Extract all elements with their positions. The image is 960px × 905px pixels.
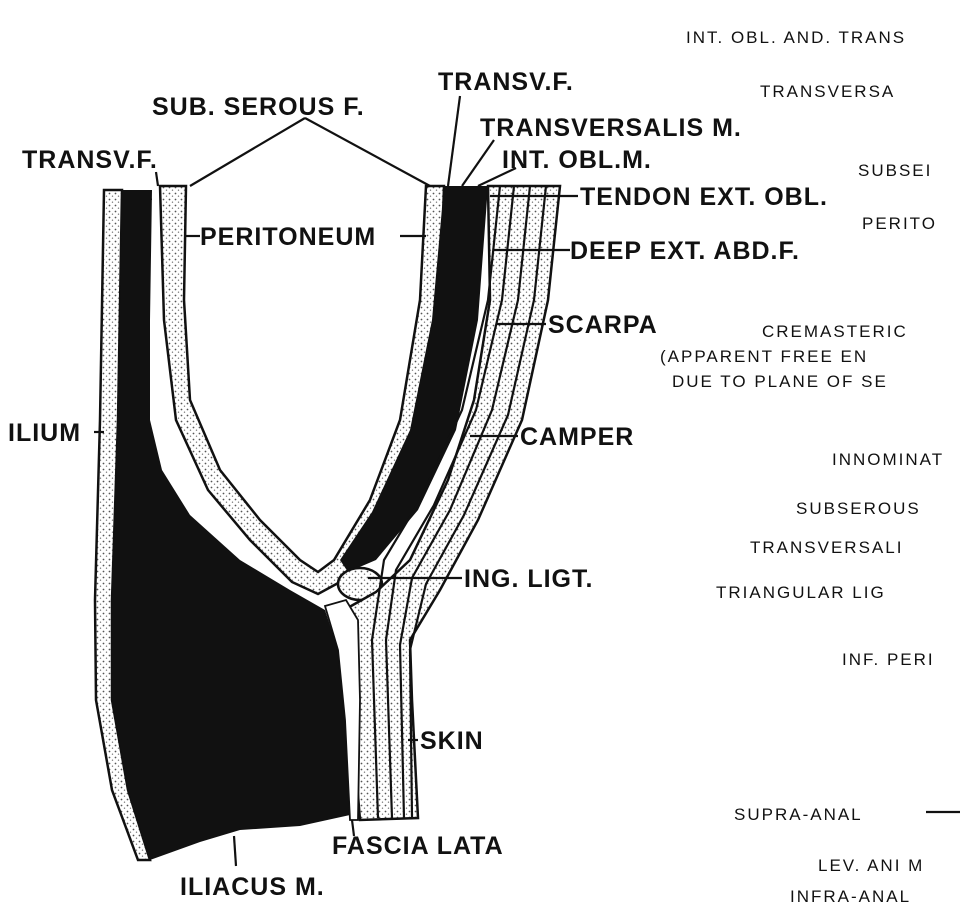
label-perito: PERITO (862, 214, 937, 233)
label-lev-ani-m: LEV. ANI M (818, 856, 924, 875)
label-camper: CAMPER (520, 423, 634, 451)
label-ilium: ILIUM (8, 419, 81, 447)
label-transversalis-m: TRANSVERSALIS M. (480, 114, 742, 142)
label-skin: SKIN (420, 727, 484, 755)
label-int-obl-and-trans: INT. OBL. AND. TRANS (686, 28, 906, 47)
label-cremasteric: CREMASTERIC (762, 322, 908, 341)
label-int-obl-m: INT. OBL.M. (502, 146, 652, 174)
label-triangular-lig: TRIANGULAR LIG (716, 583, 886, 602)
cross-section-drawing (95, 186, 560, 860)
label-ing-ligt: ING. LIGT. (464, 565, 593, 593)
label-fascia-lata: FASCIA LATA (332, 832, 504, 860)
label-infra-anal: INFRA-ANAL (790, 887, 911, 905)
label-supra-anal: SUPRA-ANAL (734, 805, 863, 824)
right-figure-labels: INT. OBL. AND. TRANS TRANSVERSA SUBSEI P… (660, 28, 960, 905)
label-transversali: TRANSVERSALI (750, 538, 903, 557)
label-iliacus-m: ILIACUS M. (180, 873, 325, 901)
label-tendon-ext-obl: TENDON EXT. OBL. (580, 183, 828, 211)
iliacus-mass (112, 190, 350, 860)
label-deep-ext-abd-f: DEEP EXT. ABD.F. (570, 237, 800, 265)
label-scarpa: SCARPA (548, 311, 658, 339)
label-transv-f-left: TRANSV.F. (22, 146, 158, 174)
label-inf-peri: INF. PERI (842, 650, 935, 669)
label-transv-f-top: TRANSV.F. (438, 68, 574, 96)
label-apparent-free-end: (APPARENT FREE EN (660, 347, 868, 366)
label-peritoneum: PERITONEUM (200, 223, 376, 251)
label-transversa: TRANSVERSA (760, 82, 895, 101)
label-innominat: INNOMINAT (832, 450, 944, 469)
label-subserous: SUBSEROUS (796, 499, 921, 518)
label-sub-serous-f: SUB. SEROUS F. (152, 93, 365, 121)
label-due-to-plane: DUE TO PLANE OF SE (672, 372, 888, 391)
label-subsei: SUBSEI (858, 161, 932, 180)
